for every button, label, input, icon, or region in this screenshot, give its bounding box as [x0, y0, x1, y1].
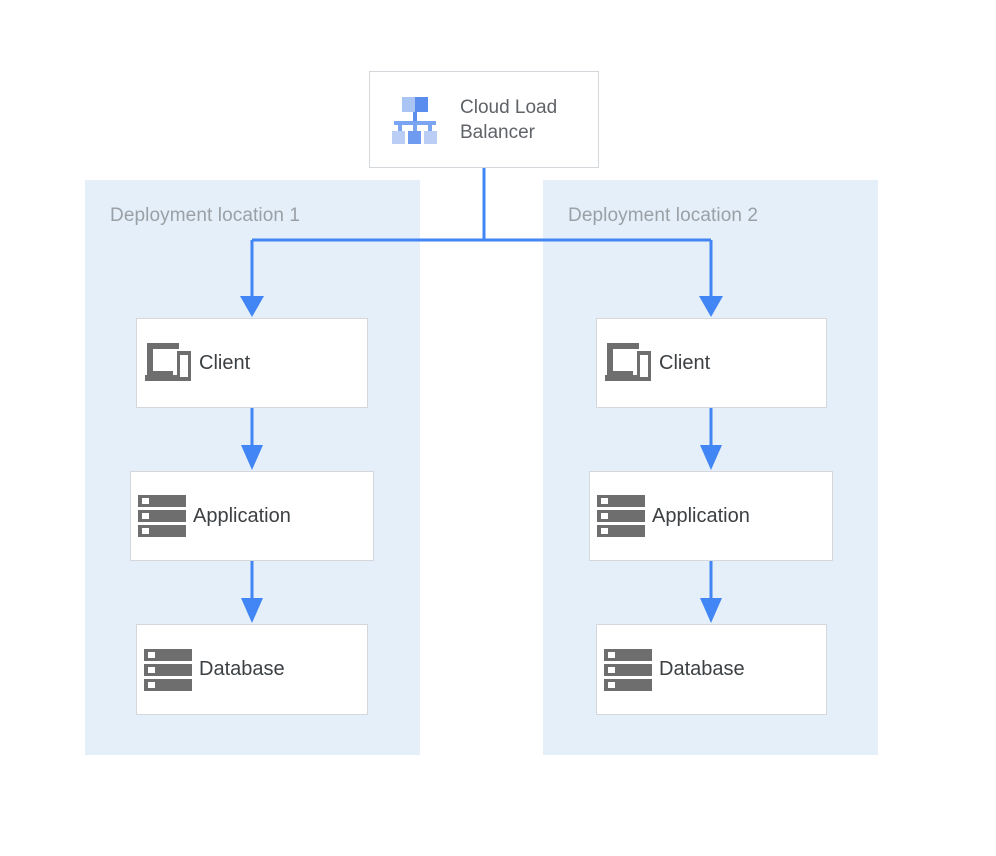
database-label: Database [199, 658, 285, 680]
server-stack-icon [604, 648, 652, 691]
icon-container [131, 493, 193, 539]
icon-container [597, 341, 659, 385]
icon-container [370, 93, 460, 147]
server-stack-icon [144, 648, 192, 691]
application-label: Application [652, 504, 750, 527]
client-label: Client [199, 351, 251, 374]
deployment-location-1-label: Deployment location 1 [110, 205, 301, 226]
server-stack-icon [597, 495, 645, 537]
client-node-location-1[interactable]: Client [136, 318, 368, 408]
icon-container [597, 647, 659, 693]
application-node-location-2[interactable]: Application [589, 471, 833, 561]
client-devices-icon [605, 343, 651, 381]
icon-container [137, 341, 199, 385]
client-node-location-2[interactable]: Client [596, 318, 827, 408]
client-devices-icon [145, 343, 191, 381]
application-label: Application [193, 504, 291, 527]
cloud-load-balancer-label: Cloud Load Balancer [460, 96, 558, 143]
icon-container [137, 647, 199, 693]
server-stack-icon [138, 495, 186, 537]
cloud-load-balancer-icon [392, 96, 437, 144]
application-node-location-1[interactable]: Application [130, 471, 374, 561]
icon-container [590, 493, 652, 539]
database-label: Database [659, 658, 745, 680]
client-label: Client [659, 351, 711, 374]
database-node-location-2[interactable]: Database [596, 624, 827, 715]
cloud-load-balancer-node[interactable]: Cloud Load Balancer [369, 71, 599, 168]
deployment-location-2-label: Deployment location 2 [568, 205, 759, 226]
database-node-location-1[interactable]: Database [136, 624, 368, 715]
